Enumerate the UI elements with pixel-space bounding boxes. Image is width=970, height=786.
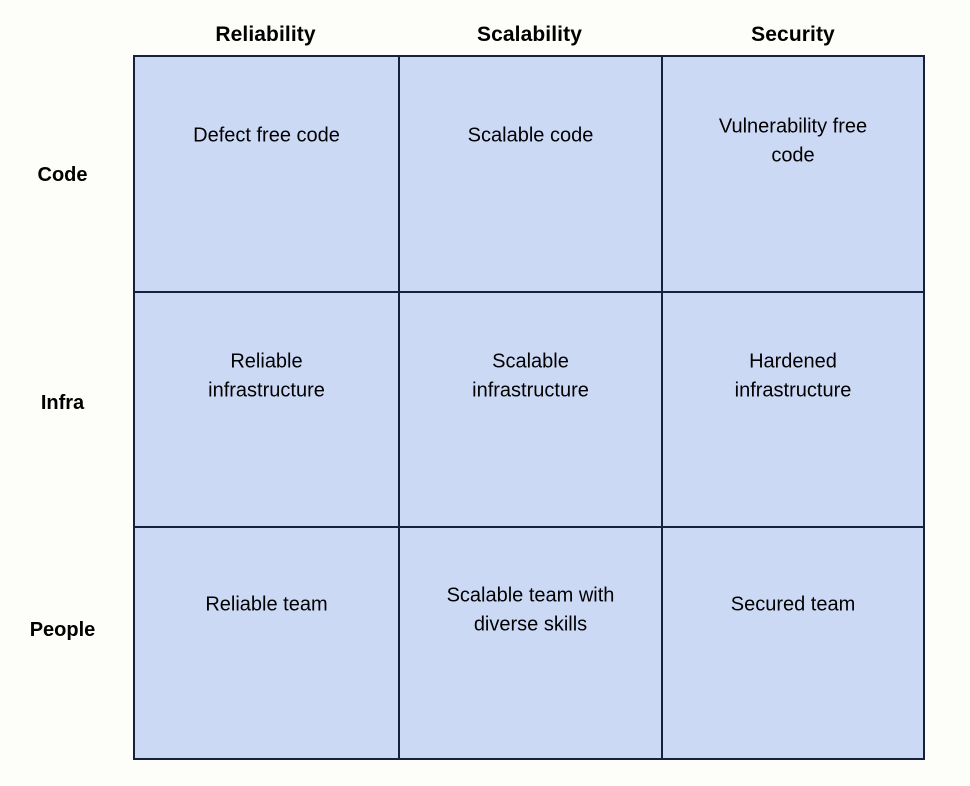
cell-code-reliability-text: Defect free code (193, 123, 340, 146)
matrix-grid: Defect free code Scalable code Vulnerabi… (133, 55, 925, 760)
row-header-infra: Infra (40, 392, 85, 414)
row-header-code: Code (37, 164, 88, 186)
cell-people-reliability: Reliable team (135, 528, 400, 758)
cell-people-security: Secured team (663, 528, 923, 758)
column-header-scalability: Scalability (477, 23, 582, 46)
cell-infra-reliability: Reliable infrastructure (135, 293, 400, 526)
matrix-row-code: Defect free code Scalable code Vulnerabi… (135, 57, 923, 293)
cell-code-reliability: Defect free code (135, 57, 400, 291)
row-header-people: People (29, 619, 96, 641)
cell-people-scalability: Scalable team with diverse skills (400, 528, 663, 758)
cell-infra-security-text: Hardened infrastructure (734, 350, 852, 402)
cell-infra-scalability-text: Scalable infrastructure (472, 350, 589, 402)
cell-code-scalability-text: Scalable code (467, 123, 594, 146)
cell-infra-reliability-text: Reliable infrastructure (208, 350, 325, 402)
cell-code-security-text: Vulnerability free code (718, 115, 868, 167)
cell-code-scalability: Scalable code (400, 57, 663, 291)
row-header-column: Code Infra People (0, 55, 125, 760)
cell-people-reliability-text: Reliable team (205, 593, 328, 616)
matrix-row-infra: Reliable infrastructure Scalable infrast… (135, 293, 923, 528)
column-header-security: Security (751, 23, 835, 46)
cell-people-scalability-text: Scalable team with diverse skills (446, 584, 615, 636)
matrix-row-people: Reliable team Scalable team with diverse… (135, 528, 923, 758)
column-header-row: Reliability Scalability Security (133, 20, 925, 55)
cell-infra-scalability: Scalable infrastructure (400, 293, 663, 526)
cell-infra-security: Hardened infrastructure (663, 293, 923, 526)
cell-code-security: Vulnerability free code (663, 57, 923, 291)
cell-people-security-text: Secured team (730, 593, 856, 616)
column-header-reliability: Reliability (215, 23, 316, 46)
